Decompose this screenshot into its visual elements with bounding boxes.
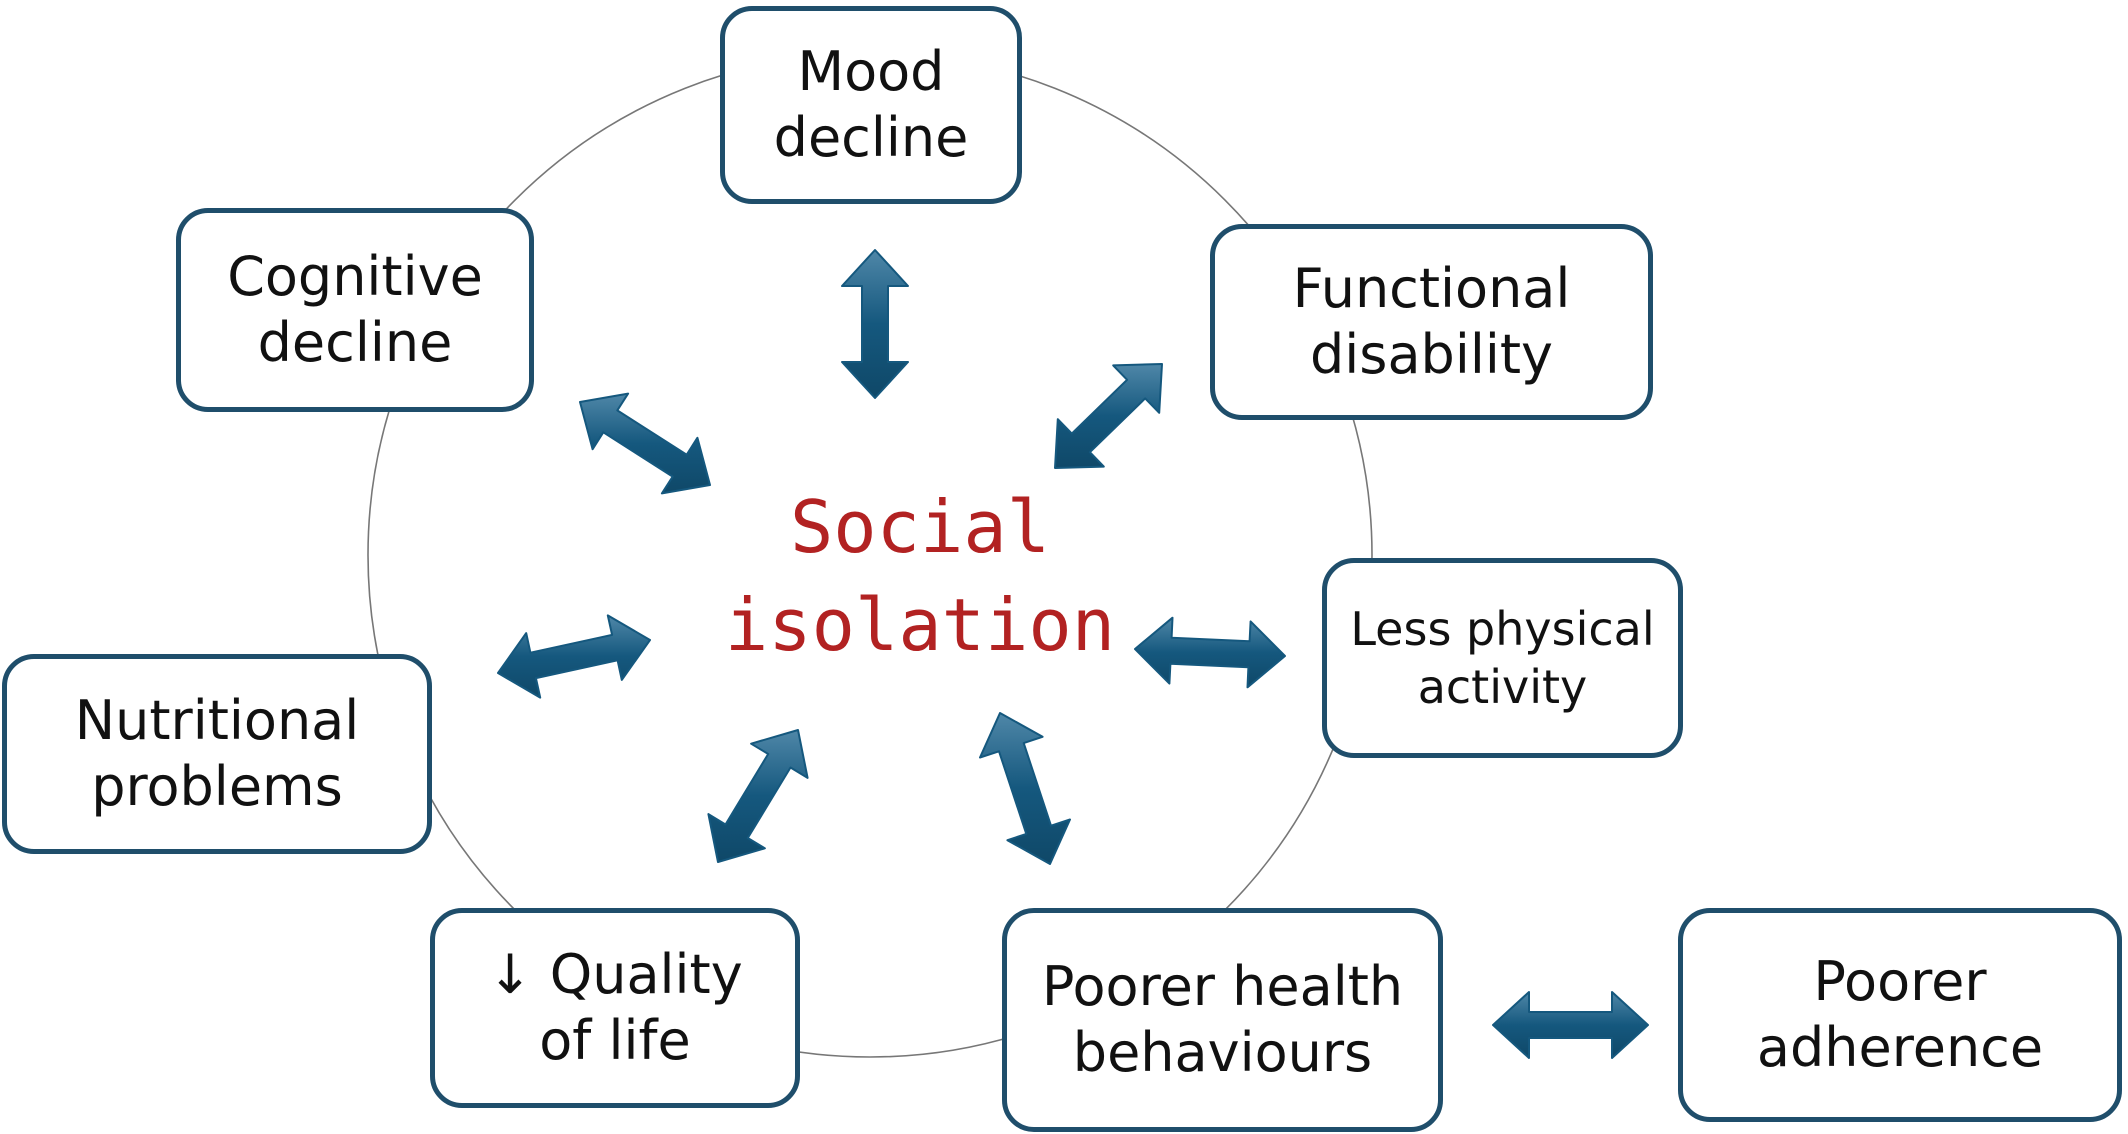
node-poorer-health-behaviours: Poorer health behaviours (1002, 908, 1443, 1132)
center-label-line1: Social (789, 485, 1051, 569)
arrow-nutritional (497, 614, 651, 699)
arrow-mood (841, 249, 909, 399)
node-quality-of-life-label: ↓ Quality of life (487, 943, 743, 1072)
arrow-functional (1054, 363, 1163, 469)
node-mood-decline: Mood decline (720, 6, 1022, 204)
node-poorer-health-behaviours-label: Poorer health behaviours (1041, 955, 1404, 1084)
node-functional-disability-label: Functional disability (1292, 257, 1571, 386)
arrow-layer (497, 249, 1649, 1059)
arrow-health (979, 712, 1071, 865)
node-mood-decline-label: Mood decline (773, 40, 969, 169)
node-cognitive-decline: Cognitive decline (176, 208, 534, 412)
center-concept: Social isolation (640, 478, 1200, 678)
node-less-physical-activity-label: Less physical activity (1350, 602, 1655, 714)
node-nutritional-problems-label: Nutritional problems (74, 689, 360, 818)
node-cognitive-decline-label: Cognitive decline (227, 245, 483, 374)
node-functional-disability: Functional disability (1210, 224, 1653, 420)
node-less-physical-activity: Less physical activity (1322, 558, 1683, 758)
arrow-cognitive (579, 392, 711, 495)
node-quality-of-life: ↓ Quality of life (430, 908, 800, 1108)
node-nutritional-problems: Nutritional problems (2, 654, 432, 854)
center-label-line2: isolation (724, 583, 1116, 667)
arrow-quality (707, 729, 809, 863)
arrow-adherence (1492, 991, 1649, 1059)
arrow-physical (1134, 616, 1286, 689)
node-poorer-adherence-label: Poorer adherence (1756, 950, 2044, 1079)
node-poorer-adherence: Poorer adherence (1678, 908, 2122, 1122)
